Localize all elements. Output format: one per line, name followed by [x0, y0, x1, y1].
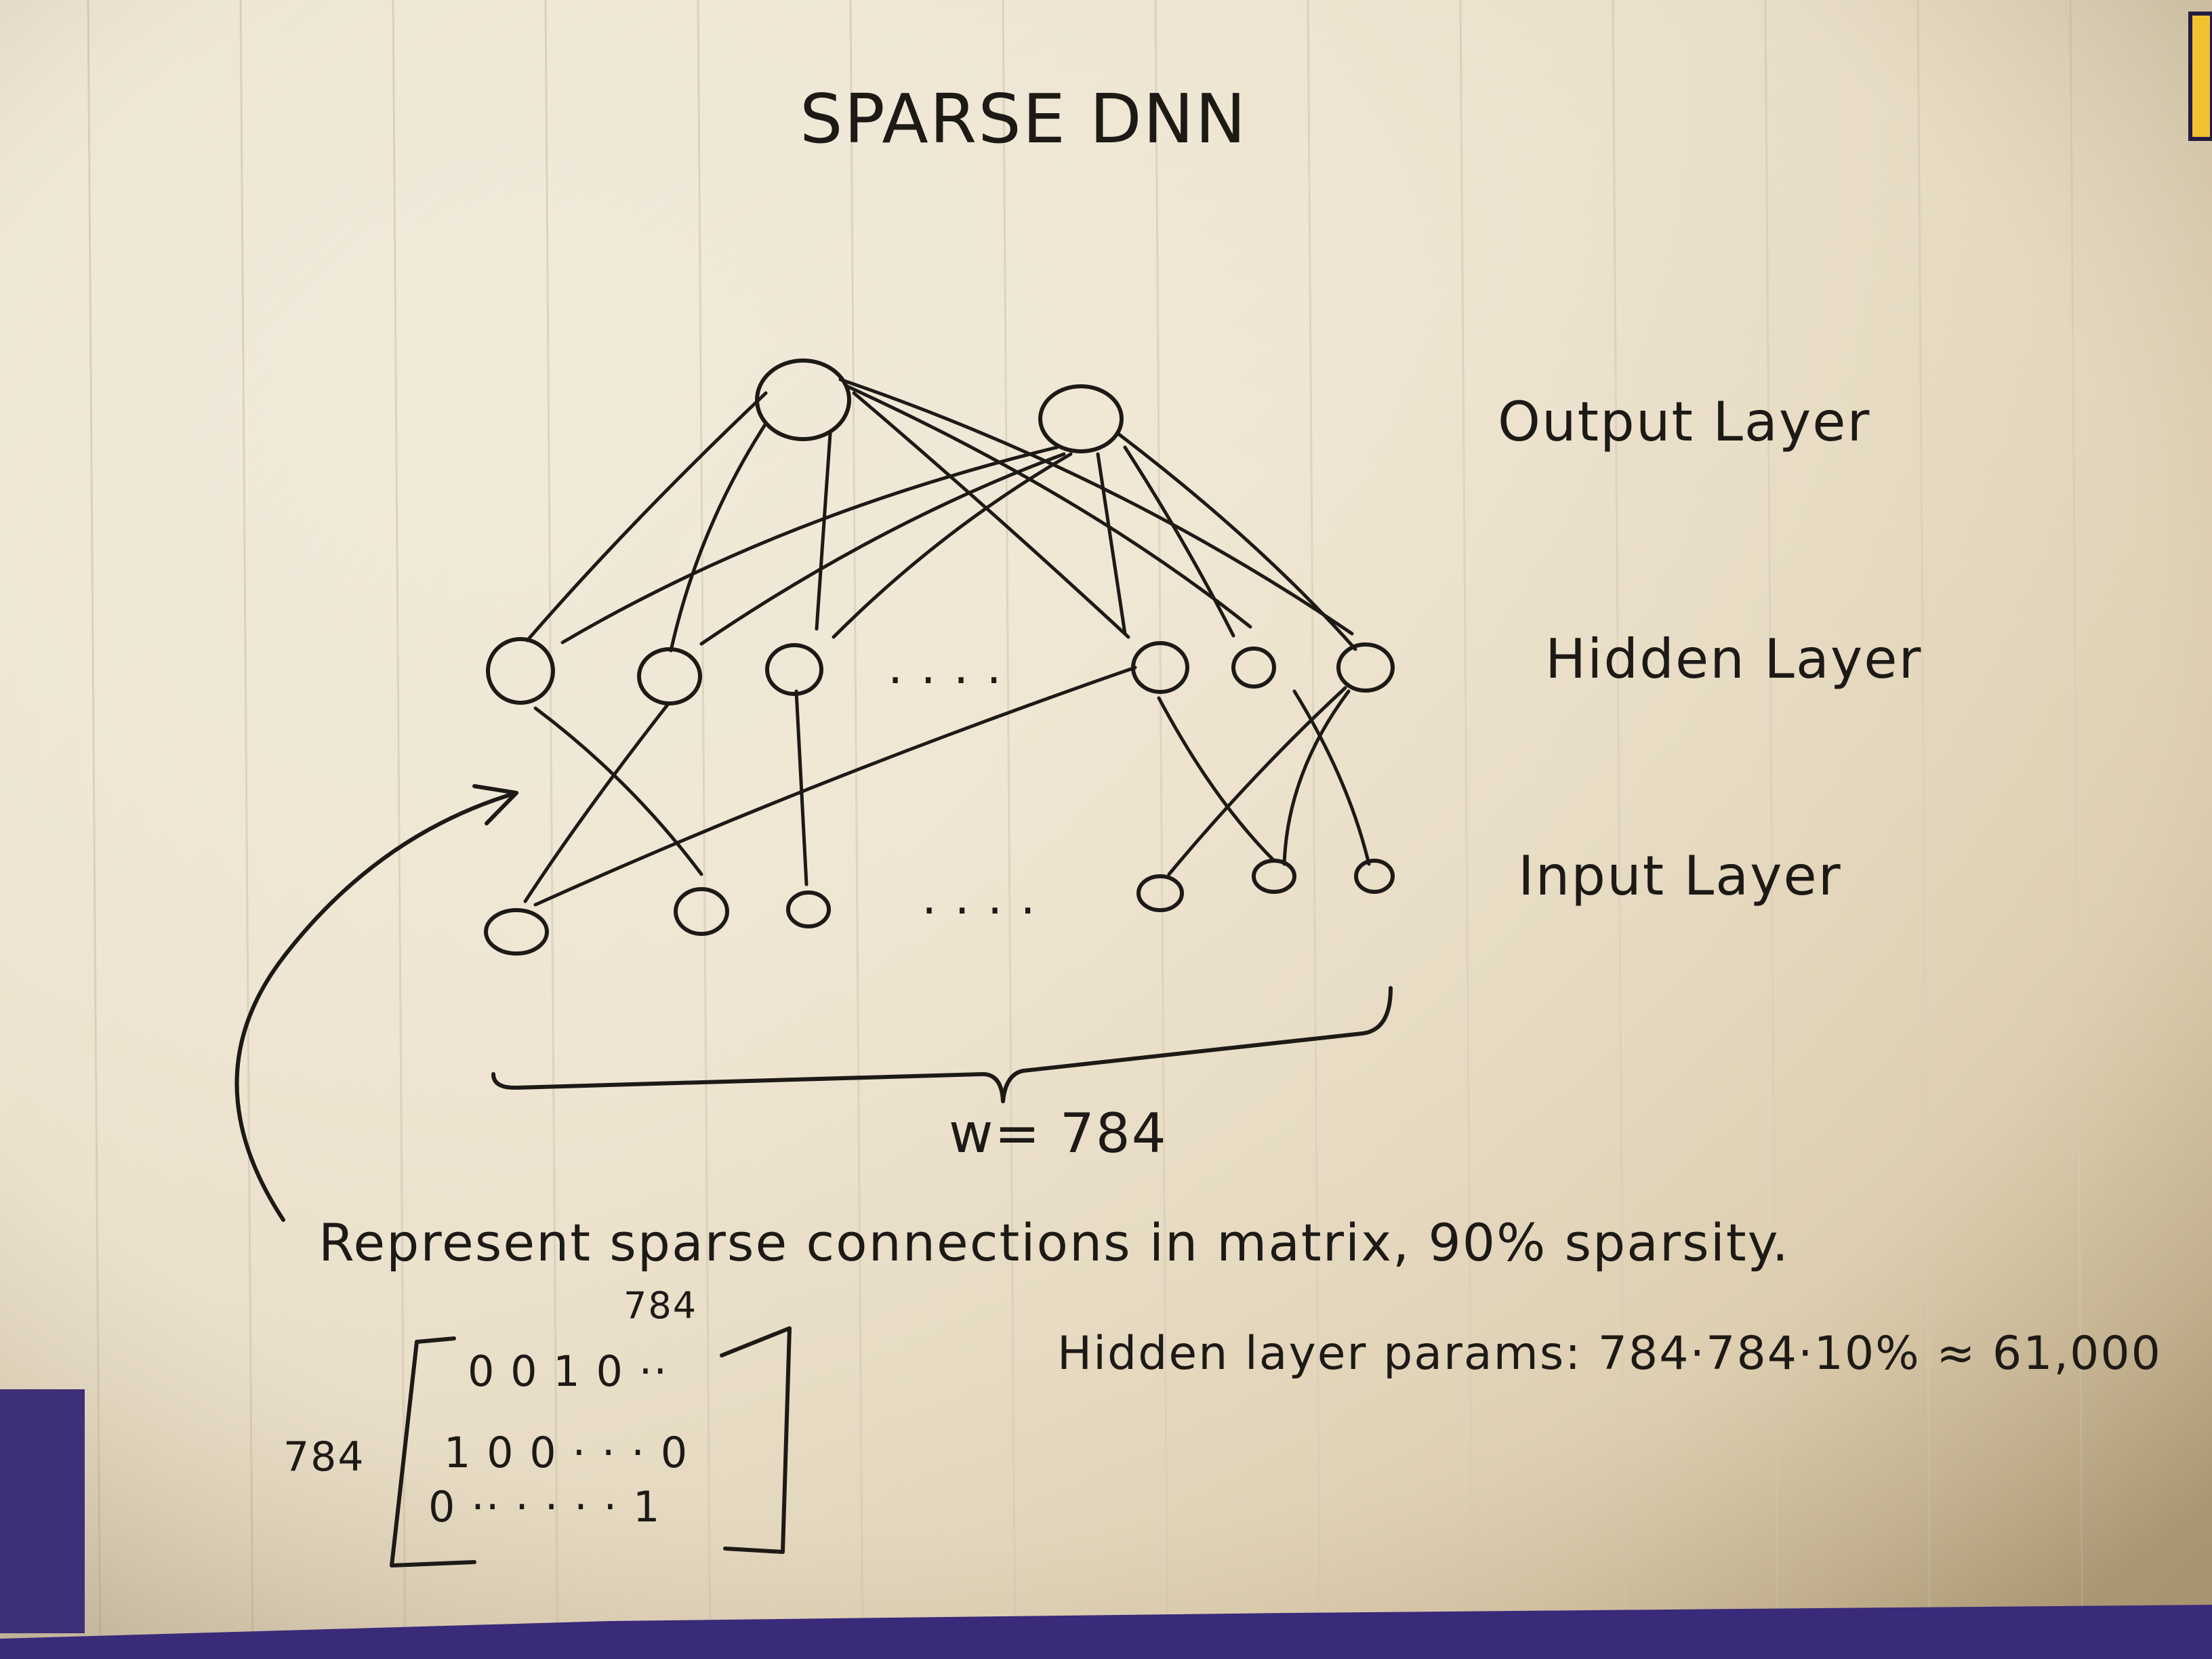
bottom-marker-stripe — [0, 1605, 2212, 1659]
width-label: w= 784 — [949, 1102, 1168, 1165]
sparse-matrix: 784 784 0 0 1 0 ·· 1 0 0 · · · 0 0 ·· · … — [283, 1284, 792, 1568]
edge-hidden6-input5 — [1282, 689, 1351, 866]
edge-hidden1-input2 — [533, 706, 703, 876]
edge-hidden5-input6 — [1292, 689, 1371, 866]
edge-hidden2-input1 — [523, 703, 670, 903]
edge-output1-hidden4 — [852, 391, 1130, 639]
edge-output2-hidden6 — [1116, 432, 1357, 651]
hidden-node — [1231, 647, 1276, 689]
hidden-layer-params: Hidden layer params: 784·784·10% ≈ 61,00… — [1057, 1327, 2162, 1380]
arrowhead-icon — [472, 784, 518, 825]
edge-output2-hidden2 — [699, 452, 1066, 646]
input-node — [484, 908, 549, 956]
input-layer-nodes — [484, 859, 1395, 956]
corner-purple-object — [0, 1389, 85, 1633]
diagram-title: SPARSE DNN — [800, 79, 1247, 159]
edge-output1-hidden1 — [525, 391, 768, 642]
hidden-node — [486, 637, 555, 705]
annotation-arrow — [234, 791, 518, 1222]
hidden-node — [637, 647, 702, 705]
input-node — [786, 890, 831, 928]
input-node — [1252, 859, 1296, 894]
edge-output1-hidden5 — [845, 384, 1252, 629]
input-layer-ellipsis: · · · · — [922, 883, 1037, 939]
hidden-layer-label: Hidden Layer — [1545, 628, 1922, 691]
edge-hidden3-input3 — [794, 689, 808, 886]
edge-hidden6-input4 — [1167, 686, 1347, 876]
input-node — [1136, 874, 1184, 912]
edge-hidden4-input1 — [533, 665, 1137, 907]
matrix-column-dimension: 784 — [623, 1284, 697, 1327]
matrix-left-bracket — [390, 1336, 476, 1568]
input-node — [674, 887, 729, 936]
matrix-row-dimension: 784 — [283, 1433, 365, 1481]
matrix-row: 1 0 0 · · · 0 — [444, 1428, 689, 1477]
output-node — [755, 359, 851, 441]
network-connections — [523, 377, 1371, 907]
edge-output1-hidden3 — [815, 432, 832, 631]
edge-output2-hidden3 — [832, 452, 1073, 639]
sparsity-annotation: Represent sparse connections in matrix, … — [319, 1212, 1790, 1273]
hidden-node — [1336, 642, 1395, 693]
input-node — [1354, 859, 1395, 894]
output-node — [1038, 384, 1124, 453]
matrix-right-bracket — [720, 1326, 792, 1554]
hidden-layer-nodes — [486, 637, 1395, 705]
hidden-layer-ellipsis: · · · · — [888, 653, 1003, 708]
edge-output2-hidden1 — [560, 445, 1059, 644]
matrix-row: 0 0 1 0 ·· — [468, 1347, 668, 1396]
hidden-node — [1131, 641, 1189, 694]
edge-output2-hidden5 — [1123, 445, 1235, 638]
corner-sticky-note — [2188, 12, 2212, 141]
matrix-row: 0 ·· · · · · 1 — [428, 1482, 661, 1532]
edge-hidden4-input5 — [1157, 696, 1276, 863]
output-layer-nodes — [755, 359, 1124, 453]
edge-output1-hidden2 — [669, 422, 768, 653]
width-brace — [491, 986, 1393, 1103]
hidden-node — [765, 643, 823, 696]
edge-output1-hidden6 — [838, 377, 1354, 636]
edge-output2-hidden4 — [1096, 452, 1127, 636]
input-layer-label: Input Layer — [1518, 844, 1842, 907]
output-layer-label: Output Layer — [1498, 390, 1870, 453]
